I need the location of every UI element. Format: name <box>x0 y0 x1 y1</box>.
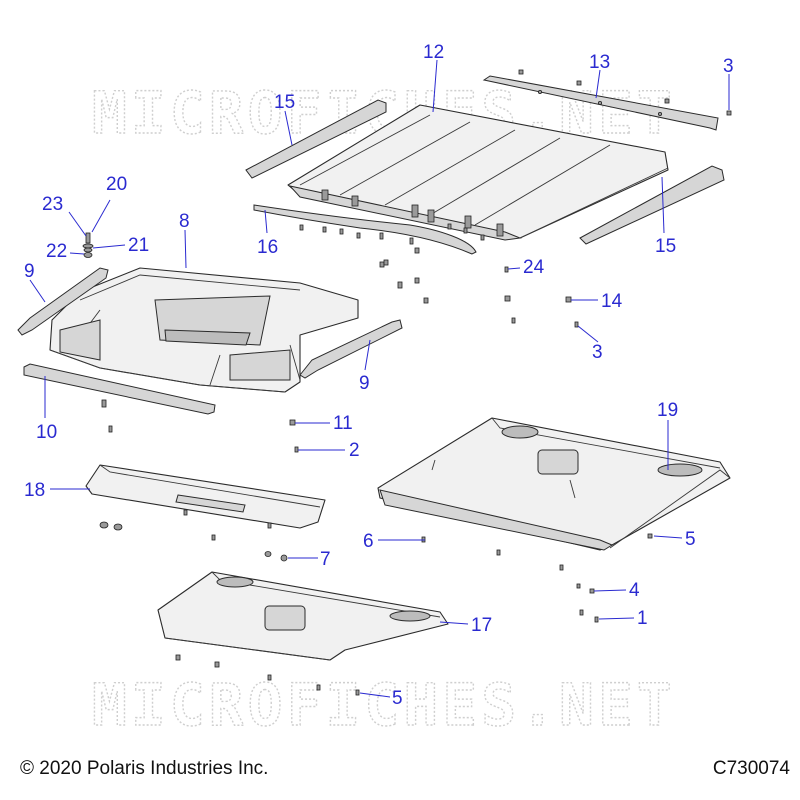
callout-15-right: 15 <box>655 236 676 257</box>
part-main-roof <box>49 267 359 393</box>
part-trim-strip-right <box>299 319 403 379</box>
callout-8: 8 <box>179 211 190 232</box>
callout-15-left: 15 <box>274 92 295 113</box>
fastener-3b <box>574 321 579 328</box>
callout-21: 21 <box>128 235 149 256</box>
fastener-2 <box>294 446 299 453</box>
callout-20: 20 <box>106 174 127 195</box>
callout-2: 2 <box>349 440 360 461</box>
part-headliner-front <box>157 571 449 696</box>
fastener-misc-c <box>576 583 581 589</box>
callout-23: 23 <box>42 194 63 215</box>
part-side-seal-right <box>579 165 725 245</box>
callout-24: 24 <box>523 257 545 278</box>
callout-12: 12 <box>423 42 444 63</box>
callout-9-left: 9 <box>24 261 35 282</box>
fastener-11 <box>289 419 296 426</box>
fastener-cluster-d <box>423 297 429 304</box>
fastener-10a <box>101 399 107 408</box>
callout-4: 4 <box>629 580 640 601</box>
fastener-cluster-b <box>414 277 420 284</box>
part-headliner-rear <box>377 417 731 551</box>
callout-3-top: 3 <box>723 56 734 77</box>
fastener-24 <box>504 266 509 273</box>
fastener-cluster-a <box>383 259 389 266</box>
fastener-4 <box>589 588 595 594</box>
callout-18: 18 <box>24 480 45 501</box>
callout-14: 14 <box>601 291 623 312</box>
part-weather-strip <box>253 204 485 268</box>
watermark-bottom: MICROFICHES.NET <box>92 671 676 739</box>
callout-11: 11 <box>333 413 353 434</box>
part-front-lower-seal <box>23 363 216 415</box>
part-trim-strip-left <box>17 267 109 336</box>
callout-10: 10 <box>36 422 57 443</box>
callout-5-bottom: 5 <box>392 688 403 709</box>
part-screw-washer-stack <box>82 232 94 258</box>
part-trim-panel <box>85 464 326 562</box>
callout-19: 19 <box>657 400 678 421</box>
fastener-cluster-e <box>504 295 511 302</box>
fastener-10b <box>108 425 113 433</box>
drawing-code: C730074 <box>712 758 790 779</box>
callout-6: 6 <box>363 531 374 552</box>
leader-lines <box>29 59 730 698</box>
callout-5-right: 5 <box>685 529 696 550</box>
callout-3-mid: 3 <box>592 342 603 363</box>
callout-9-right: 9 <box>359 373 370 394</box>
fastener-misc-d <box>579 609 584 616</box>
callout-13: 13 <box>589 52 610 73</box>
fastener-5a <box>647 533 653 539</box>
fastener-misc-a <box>496 549 501 556</box>
fastener-14 <box>565 296 572 303</box>
callout-labels: 12 13 3 15 15 16 24 14 3 20 23 22 21 8 9… <box>24 42 734 709</box>
copyright-text: © 2020 Polaris Industries Inc. <box>20 758 269 779</box>
fastener-1 <box>594 616 599 623</box>
callout-22: 22 <box>46 241 67 262</box>
callout-1: 1 <box>637 608 648 629</box>
callout-16: 16 <box>257 237 278 258</box>
callout-7: 7 <box>320 549 331 570</box>
part-upper-roof-panel <box>287 104 669 241</box>
callout-17: 17 <box>471 615 492 636</box>
part-side-seal-left <box>245 99 387 179</box>
fastener-cluster-c <box>397 281 403 289</box>
part-front-rail <box>482 69 732 131</box>
fastener-misc-b <box>559 564 564 571</box>
fastener-cluster-f <box>511 317 516 324</box>
